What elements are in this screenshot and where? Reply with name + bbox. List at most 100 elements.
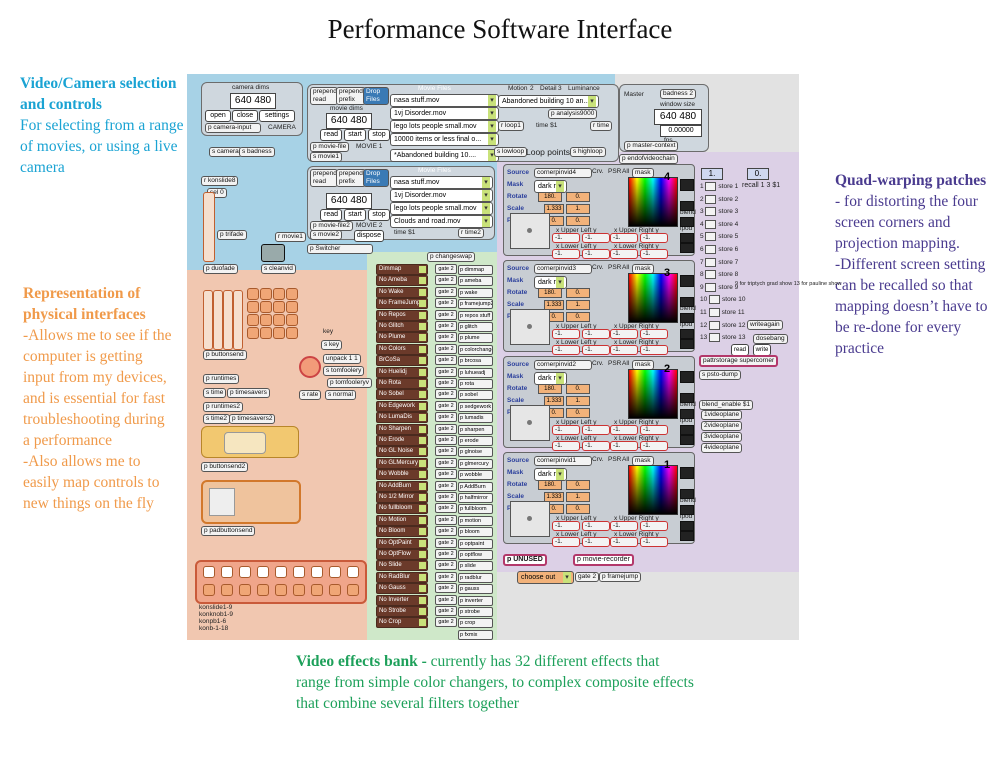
effect-toggle-menu[interactable]: No Plume	[376, 332, 428, 344]
toggle-block[interactable]	[680, 339, 694, 349]
quad-source-object[interactable]: cornerpinvid3	[534, 264, 592, 274]
effect-toggle-menu[interactable]: No Inverter	[376, 594, 428, 606]
writeagain-object[interactable]: writeagain	[747, 320, 783, 330]
knob-icon[interactable]	[203, 566, 215, 578]
framejump-object[interactable]: p framejump	[599, 572, 642, 582]
effect-gate[interactable]: gate 2	[435, 321, 457, 331]
effect-gate[interactable]: gate 2	[435, 400, 457, 411]
effect-patcher[interactable]: p lumadis	[458, 413, 493, 424]
effect-patcher[interactable]: p glitch	[458, 322, 493, 332]
xy-pad[interactable]	[510, 309, 550, 345]
corner-value[interactable]: -1.	[610, 441, 638, 451]
quad-position-y[interactable]: 0.	[566, 312, 590, 322]
master-badness[interactable]: badness 2	[660, 89, 696, 99]
toggle-block[interactable]	[680, 243, 694, 253]
record-button-icon[interactable]	[299, 356, 321, 378]
quad-scale-y[interactable]: 1.	[566, 396, 590, 406]
effect-gate[interactable]: gate 2	[435, 549, 457, 559]
effect-patcher[interactable]: p crop	[458, 618, 493, 629]
effect-toggle-menu[interactable]: No GLMercury	[376, 457, 428, 469]
store-box[interactable]	[705, 257, 717, 267]
corner-value[interactable]: -1.	[552, 249, 580, 259]
end-of-video-chain[interactable]: p endofvideochain	[619, 154, 678, 164]
store-box[interactable]	[705, 219, 717, 229]
drop-files-2[interactable]: Drop Files	[363, 169, 389, 187]
recall-number[interactable]: 0.	[747, 168, 769, 180]
knob-icon[interactable]	[221, 566, 233, 578]
store-box[interactable]	[705, 270, 717, 280]
pad-button-icon[interactable]	[260, 314, 272, 326]
effect-patcher[interactable]: p optflow	[458, 550, 493, 560]
effect-gate[interactable]: gate 2	[435, 526, 457, 537]
touchpad-icon[interactable]	[224, 432, 266, 454]
effect-patcher[interactable]: p luhueadj	[458, 367, 493, 378]
movie1-file-object[interactable]: p movie-file	[310, 142, 350, 152]
effect-toggle-menu[interactable]: No LumaDis	[376, 412, 428, 424]
toggle-block[interactable]	[680, 531, 694, 541]
effect-patcher[interactable]: p slide	[458, 561, 493, 572]
effect-gate[interactable]: gate 2	[435, 412, 457, 423]
effect-toggle-menu[interactable]: No FrameJump	[376, 298, 428, 310]
store-box[interactable]	[705, 232, 717, 242]
corner-value[interactable]: -1.	[640, 425, 668, 435]
send-camera[interactable]: s camera	[209, 147, 242, 157]
camera-dims[interactable]: 640 480	[230, 93, 276, 109]
quad-source-object[interactable]: cornerpinvid4	[534, 168, 592, 178]
effect-toggle-menu[interactable]: No OptPaint	[376, 537, 428, 549]
quad-position-y[interactable]: 0.	[566, 216, 590, 226]
pad-button-icon[interactable]	[247, 288, 259, 300]
effect-patcher[interactable]: p erode	[458, 436, 493, 446]
color-picker[interactable]	[628, 369, 678, 419]
camera-close-button[interactable]: close	[232, 110, 258, 122]
effect-gate[interactable]: gate 2	[435, 423, 457, 434]
time2-receive[interactable]: r time2	[458, 228, 484, 238]
fader-icon[interactable]	[233, 290, 243, 350]
movie1-receive[interactable]: r movie1	[275, 232, 306, 242]
effect-gate[interactable]: gate 2	[435, 446, 457, 457]
store-item[interactable]: 4 store 4	[700, 219, 738, 229]
effect-gate[interactable]: gate 2	[435, 378, 457, 388]
effect-patcher[interactable]: p dimmap	[458, 265, 493, 275]
lowloop-send[interactable]: s lowloop	[494, 147, 528, 157]
xy-pad-icon[interactable]	[209, 488, 235, 516]
quad-rotate-value[interactable]: 180.	[538, 192, 562, 202]
knob-icon[interactable]	[347, 566, 359, 578]
key-button-icon[interactable]	[275, 584, 287, 596]
effect-toggle-menu[interactable]: No Edgework	[376, 400, 428, 412]
movie2-start[interactable]: start	[344, 209, 366, 221]
movie1-stop[interactable]: stop	[368, 129, 390, 141]
movie1-file-menu-2[interactable]: 1vj Disorder.mov	[390, 107, 499, 120]
buttonsend2[interactable]: p buttonsend2	[201, 462, 249, 472]
effect-toggle-menu[interactable]: BrCoSa	[376, 355, 428, 367]
key-button-icon[interactable]	[329, 584, 341, 596]
effect-patcher[interactable]: p sedgework	[458, 401, 493, 412]
effect-patcher[interactable]: p ameba	[458, 276, 493, 287]
corner-value[interactable]: -1.	[640, 537, 668, 547]
effect-patcher[interactable]: p strobe	[458, 607, 493, 617]
toggle-block[interactable]	[680, 393, 694, 403]
effect-toggle-menu[interactable]: No Repos	[376, 309, 428, 321]
corner-value[interactable]: -1.	[610, 249, 638, 259]
store-number[interactable]: 1.	[701, 168, 723, 180]
effect-patcher[interactable]: p gauss	[458, 584, 493, 595]
effect-gate[interactable]: gate 2	[435, 583, 457, 594]
corner-value[interactable]: -1.	[610, 521, 638, 531]
corner-value[interactable]: -1.	[582, 249, 610, 259]
effect-gate[interactable]: gate 2	[435, 309, 457, 320]
send-normal[interactable]: s normal	[325, 390, 356, 400]
corner-value[interactable]: -1.	[582, 329, 610, 339]
effect-toggle-menu[interactable]: No Colors	[376, 343, 428, 355]
effect-toggle-menu[interactable]: No RadBlur	[376, 571, 428, 583]
effect-gate[interactable]: gate 2	[435, 298, 457, 309]
quad-rotate-value[interactable]: 180.	[538, 384, 562, 394]
store-box[interactable]	[708, 308, 720, 317]
dispose-button[interactable]: dispose	[354, 230, 384, 242]
motion-file-menu[interactable]: Abandoned building 10 an...	[498, 95, 599, 108]
knob-icon[interactable]	[257, 566, 269, 578]
xy-pad[interactable]	[510, 405, 550, 441]
toggle-block[interactable]	[680, 179, 694, 191]
effect-toggle-menu[interactable]: No Sobel	[376, 389, 428, 401]
toggle-block[interactable]	[680, 409, 694, 419]
quad-rotate-value[interactable]: 180.	[538, 480, 562, 490]
quad-scale-y[interactable]: 1.	[566, 300, 590, 310]
